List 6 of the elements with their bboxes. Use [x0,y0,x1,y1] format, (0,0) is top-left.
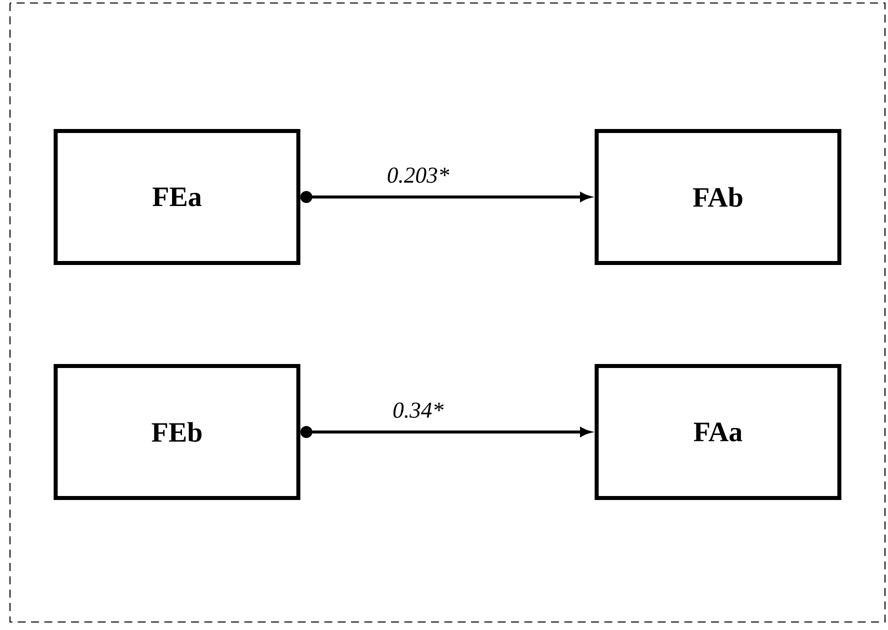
node-box: FEa [54,129,300,265]
node-box: FAa [594,364,842,500]
edge-label: 0.203* [388,168,450,183]
edge-label: 0.34* [393,402,444,418]
node-box: FAb [594,129,842,265]
node-box: FEb [54,364,300,500]
